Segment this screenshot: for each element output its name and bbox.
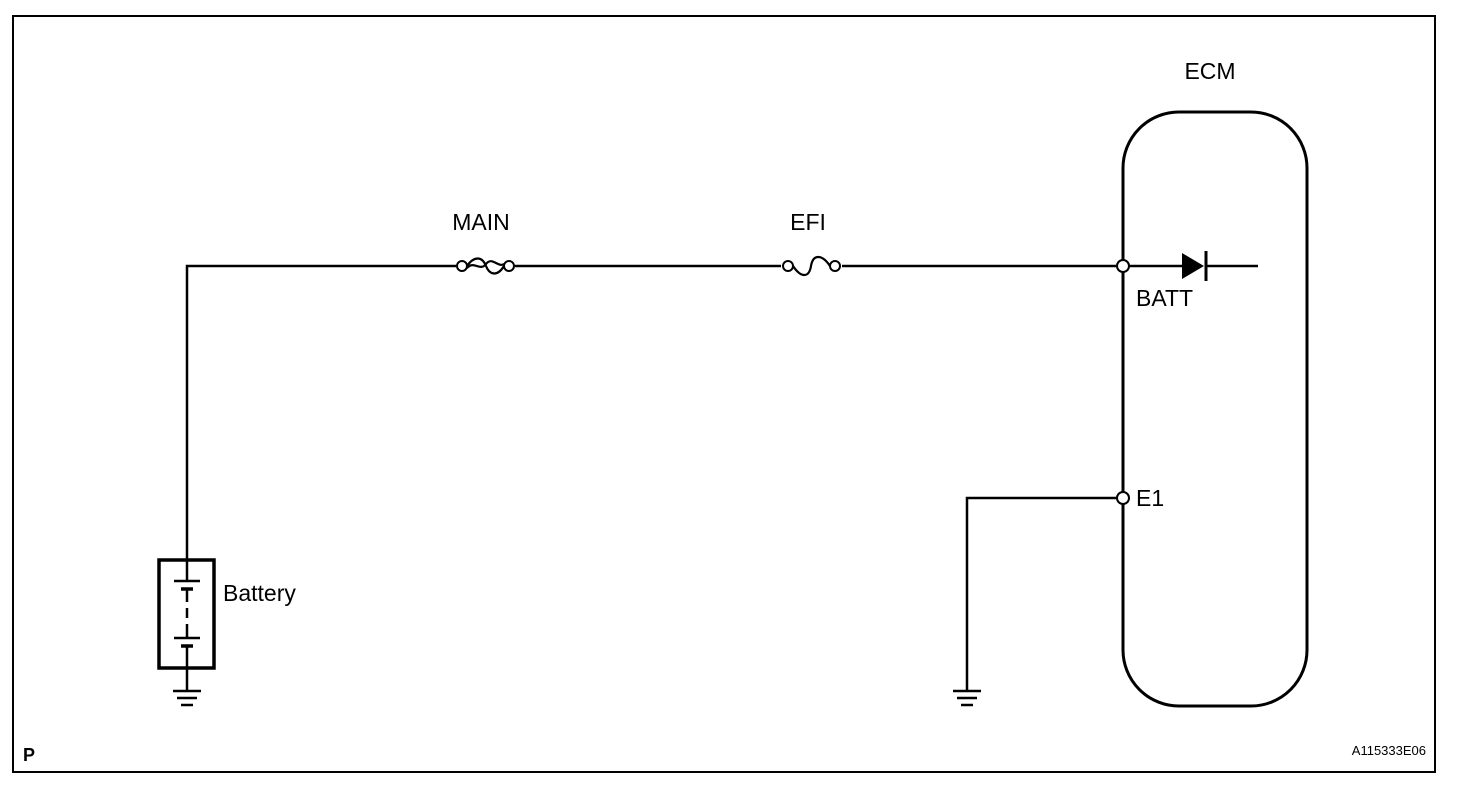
efi-fuse-label: EFI xyxy=(790,209,826,235)
battery-icon xyxy=(157,558,216,670)
main-fuse-label: MAIN xyxy=(452,209,510,235)
battery-positive-wire xyxy=(185,264,456,560)
e1-terminal-icon xyxy=(1116,491,1130,505)
ecm-label: ECM xyxy=(1184,58,1235,84)
e1-terminal-label: E1 xyxy=(1136,485,1164,511)
ecm-ground-icon xyxy=(953,689,981,707)
efi-fuse-icon xyxy=(782,255,841,277)
battery-ground-icon xyxy=(173,689,201,707)
main-fuse-icon xyxy=(456,257,515,275)
battery-label: Battery xyxy=(223,580,296,606)
batt-terminal-icon xyxy=(1116,259,1130,273)
diagram-frame xyxy=(12,15,1436,773)
batt-terminal-label: BATT xyxy=(1136,285,1193,311)
figure-code: A115333E06 xyxy=(1352,743,1426,758)
diode-icon xyxy=(1182,251,1208,281)
ecm-box xyxy=(1121,110,1309,708)
e1-ground-wire xyxy=(965,496,1117,691)
corner-mark: P xyxy=(23,745,35,765)
